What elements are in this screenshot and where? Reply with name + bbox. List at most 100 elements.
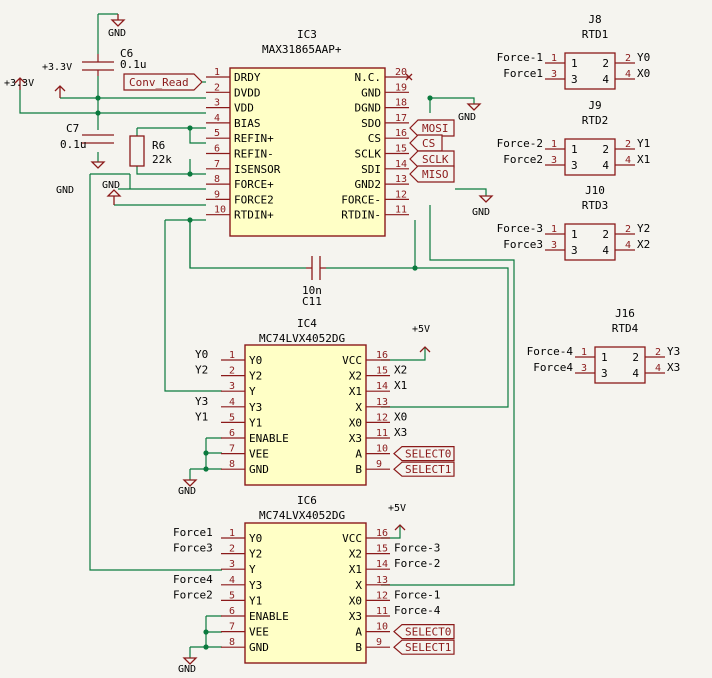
label-cs[interactable]: CS	[409, 134, 443, 152]
ic4-pin-8-number: 8	[229, 459, 235, 470]
gnd-symbol-c6: GND	[108, 14, 126, 39]
ic4-label-select1[interactable]	[393, 461, 455, 477]
pin-number-4: 4	[625, 69, 631, 80]
pin-name-4: 4	[602, 159, 609, 172]
svg-text:CS: CS	[422, 137, 435, 150]
ic4-net-14: X1	[394, 379, 407, 392]
ic6-net-11: Force-4	[394, 604, 441, 617]
ic4-pin-1-number: 1	[229, 350, 235, 361]
capacitor-c11[interactable]: 10n C11	[302, 256, 326, 308]
ic6-net-4: Force4	[173, 573, 213, 586]
connector-body	[564, 223, 616, 261]
connector-pins	[545, 233, 635, 251]
ic3-pin-5-number: 5	[214, 128, 220, 139]
connector-value: RTD4	[612, 322, 639, 335]
svg-text:GND: GND	[56, 185, 74, 196]
pin-name-2: 2	[602, 228, 609, 241]
pin-name-3: 3	[571, 159, 578, 172]
label-miso[interactable]: MISO	[409, 165, 455, 183]
svg-text:Conv_Read: Conv_Read	[129, 76, 189, 89]
label-mosi[interactable]: MOSI	[409, 119, 455, 137]
ic4-pin-9-name: B	[355, 463, 362, 476]
ic6-net-10: SELECT0	[405, 626, 451, 639]
ic3-value: MAX31865AAP+	[262, 43, 342, 56]
ic3-pin-9-number: 9	[214, 189, 220, 200]
ic4-pin-6-name: ENABLE	[249, 432, 289, 445]
pin-name-2: 2	[632, 351, 639, 364]
connector-body	[564, 138, 616, 176]
ic4-net-15: X2	[394, 364, 407, 377]
ic4-net-10: SELECT0	[405, 448, 451, 461]
connector-pins	[545, 62, 635, 80]
svg-text:+3.3V: +3.3V	[4, 78, 34, 89]
ic6-pin-9-name: B	[355, 641, 362, 654]
ic4-value: MC74LVX4052DG	[259, 332, 345, 345]
label-conv-read[interactable]: Conv_Read	[123, 73, 206, 91]
ic6-pin-7-name: VEE	[249, 626, 269, 639]
pin-name-4: 4	[632, 367, 639, 380]
pin-number-1: 1	[551, 224, 557, 235]
connector-value: RTD2	[582, 114, 609, 127]
ic6-pin-9-number: 9	[376, 637, 382, 648]
pin-number-3: 3	[581, 363, 587, 374]
label-sclk[interactable]: SCLK	[409, 150, 455, 168]
ic6-pin-12-number: 12	[376, 590, 388, 601]
ic4-pin-7-number: 7	[229, 444, 235, 455]
ic4-pin-10-name: A	[355, 448, 362, 461]
ic4-label-select0[interactable]	[393, 446, 455, 462]
connector-ref: J8	[588, 13, 601, 26]
net-label-p4: X1	[637, 153, 650, 166]
ic6-label-select0[interactable]	[393, 624, 455, 640]
ic4-pin-14-number: 14	[376, 381, 388, 392]
pin-number-3: 3	[551, 155, 557, 166]
svg-text:+5V: +5V	[388, 503, 406, 514]
v5-symbol-ic4: +5V	[412, 324, 431, 353]
resistor-r6[interactable]: R6 22k	[129, 135, 172, 167]
ic3-pin-1-number: 1	[214, 67, 220, 78]
pin-name-3: 3	[571, 244, 578, 257]
ic4-pin-10-number: 10	[376, 444, 388, 455]
capacitor-c7[interactable]: C7 0.1u	[60, 122, 114, 151]
ic6-label-select1[interactable]	[393, 639, 455, 655]
ic3-pin-3-name: VDD	[234, 102, 254, 115]
ic3-pin-17-name: SDO	[361, 117, 381, 130]
svg-text:MISO: MISO	[422, 168, 449, 181]
pin-number-2: 2	[625, 139, 631, 150]
net-label-p4: X0	[637, 67, 650, 80]
ic6-pin-14-number: 14	[376, 559, 388, 570]
ic4-net-1: Y0	[195, 348, 208, 361]
gnd-symbol-c7: GND	[56, 161, 106, 196]
connector-pins	[575, 356, 665, 374]
ic3-pin-6-name: REFIN-	[234, 148, 274, 161]
ic6-pin-2-number: 2	[229, 544, 235, 555]
ic6-net-12: Force-1	[394, 588, 440, 601]
ic3-pin-7-number: 7	[214, 159, 220, 170]
pin-number-2: 2	[625, 224, 631, 235]
pin-number-3: 3	[551, 69, 557, 80]
pin-name-1: 1	[571, 143, 578, 156]
connector-value: RTD1	[582, 28, 609, 41]
ic4-net-4: Y3	[195, 395, 208, 408]
capacitor-c6[interactable]: C6 0.1u	[82, 47, 147, 76]
c7-ref: C7	[66, 122, 79, 135]
gnd-symbol-ic3-right: GND	[458, 103, 482, 123]
ic4-net-5: Y1	[195, 410, 208, 423]
ic6-pin-12-name: X0	[349, 594, 362, 607]
pin-name-1: 1	[601, 351, 608, 364]
gnd-symbol-ic6: GND	[178, 657, 198, 675]
ic6-pin-13-name: X	[355, 579, 362, 592]
ic3-pin-19-number: 19	[395, 82, 407, 93]
c7-value: 0.1u	[60, 138, 87, 151]
ic6-net-15: Force-3	[394, 542, 440, 555]
net-label-p2: Y1	[637, 137, 650, 150]
ic6-pin-8-name: GND	[249, 641, 269, 654]
ic4-pin-5-number: 5	[229, 412, 235, 423]
